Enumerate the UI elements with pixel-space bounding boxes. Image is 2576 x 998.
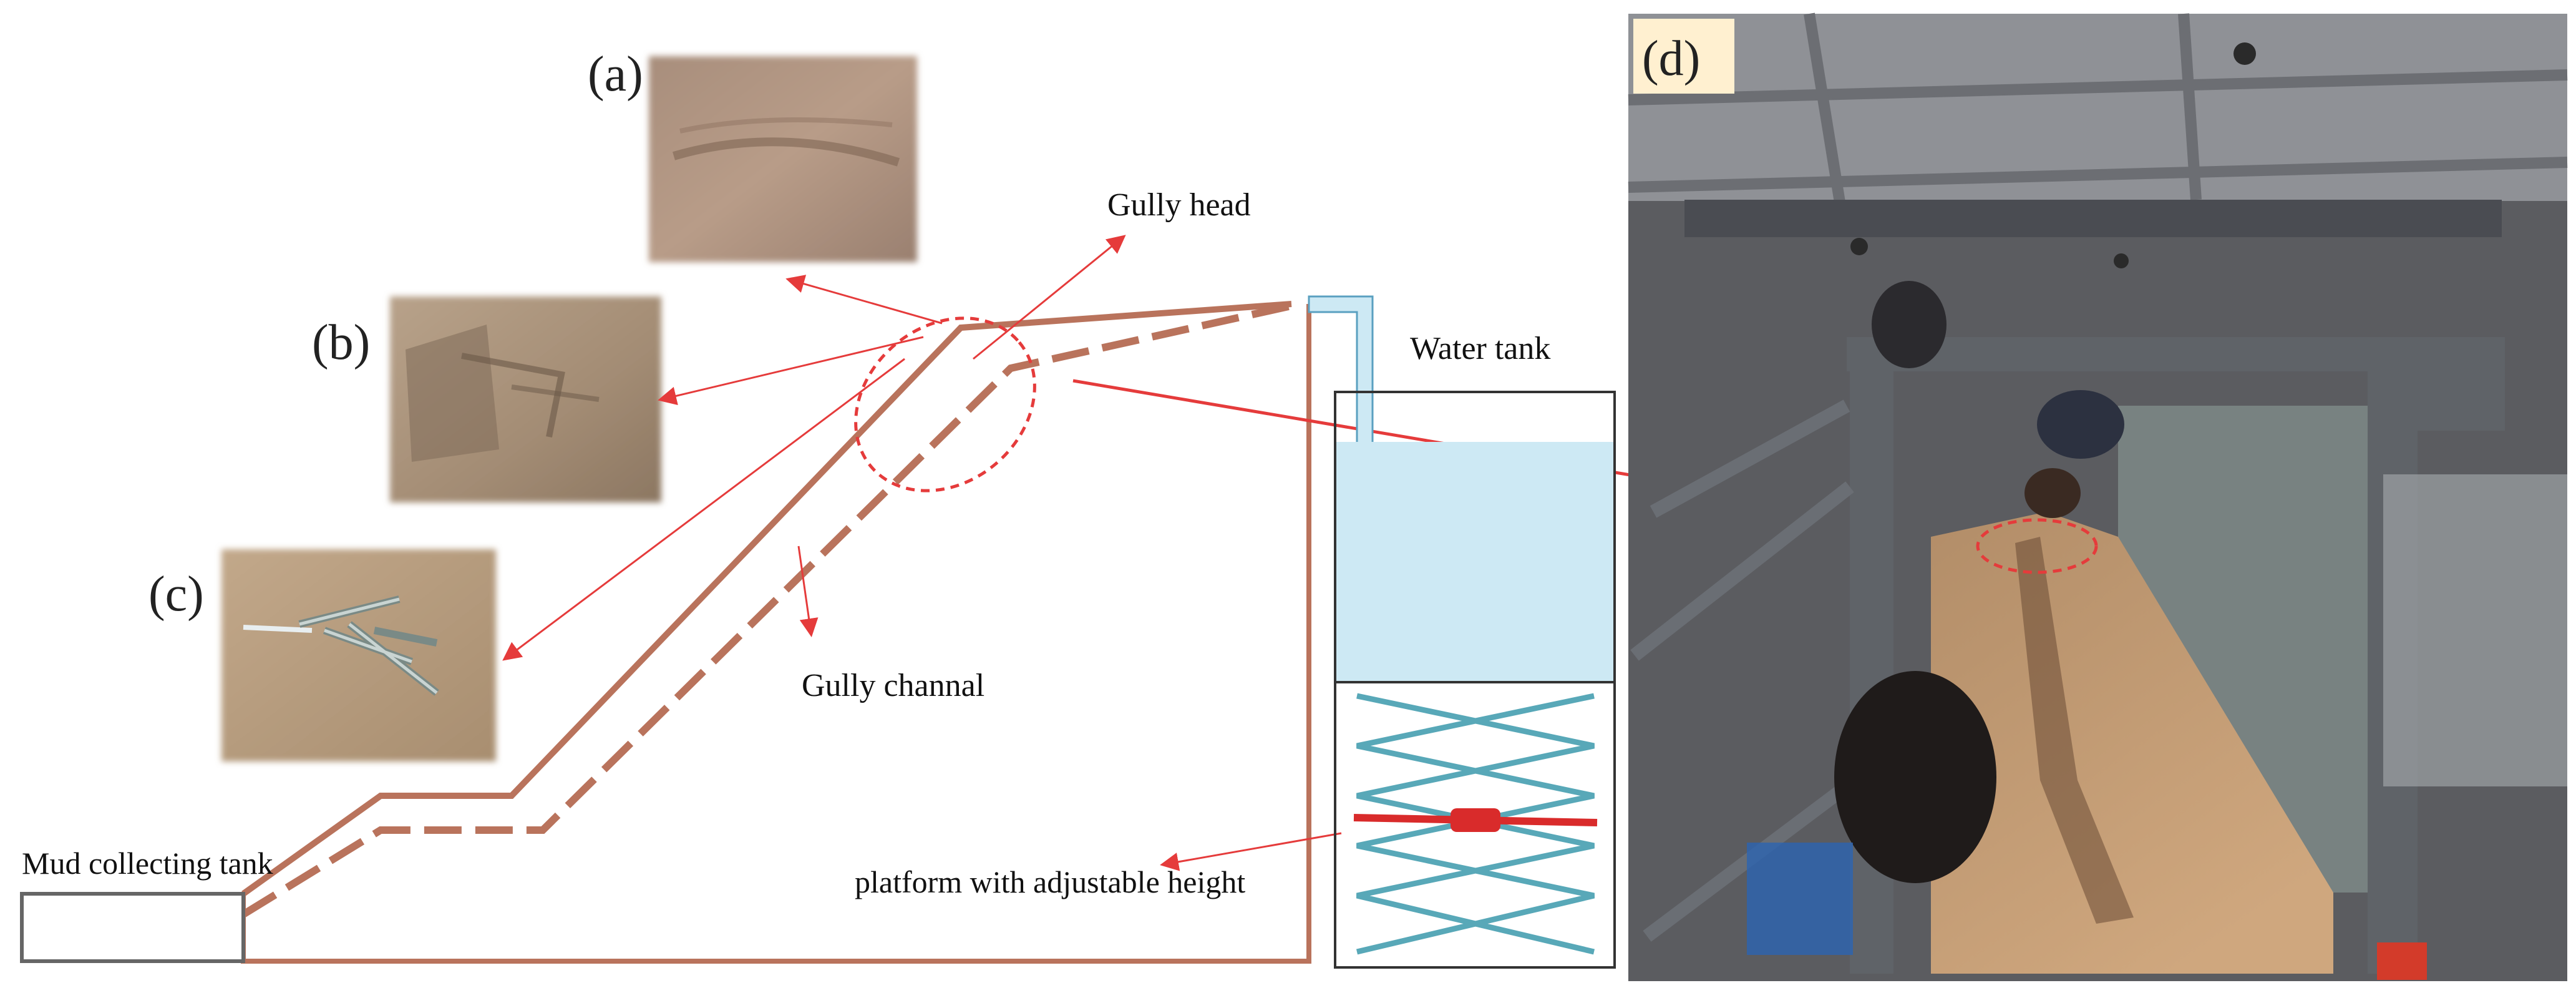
- photo-d: [1628, 12, 2568, 981]
- mud-tank-label: Mud collecting tank: [22, 846, 273, 881]
- annotation-arrows: [502, 235, 1342, 871]
- gully-head-ellipse: [854, 316, 1036, 492]
- lift-platform: [1334, 681, 1616, 969]
- water-tank-label: Water tank: [1410, 331, 1550, 366]
- label-a: (a): [588, 47, 643, 102]
- label-c: (c): [148, 567, 204, 622]
- label-d-bg: [1633, 19, 1734, 94]
- label-d: (d): [1642, 31, 1700, 86]
- photo-d-ellipse: [1976, 518, 2098, 574]
- label-b: (b): [312, 315, 370, 370]
- photo-a: [649, 56, 917, 262]
- photo-b: [390, 296, 661, 502]
- water-tank: [1308, 295, 1616, 683]
- photo-c: [221, 549, 496, 761]
- mud-tank: [20, 892, 245, 963]
- gully-head-label: Gully head: [1107, 187, 1251, 223]
- gully-channel-label: Gully channal: [802, 668, 984, 703]
- jack-cylinder: [1451, 808, 1500, 832]
- platform-label: platform with adjustable height: [855, 864, 1245, 899]
